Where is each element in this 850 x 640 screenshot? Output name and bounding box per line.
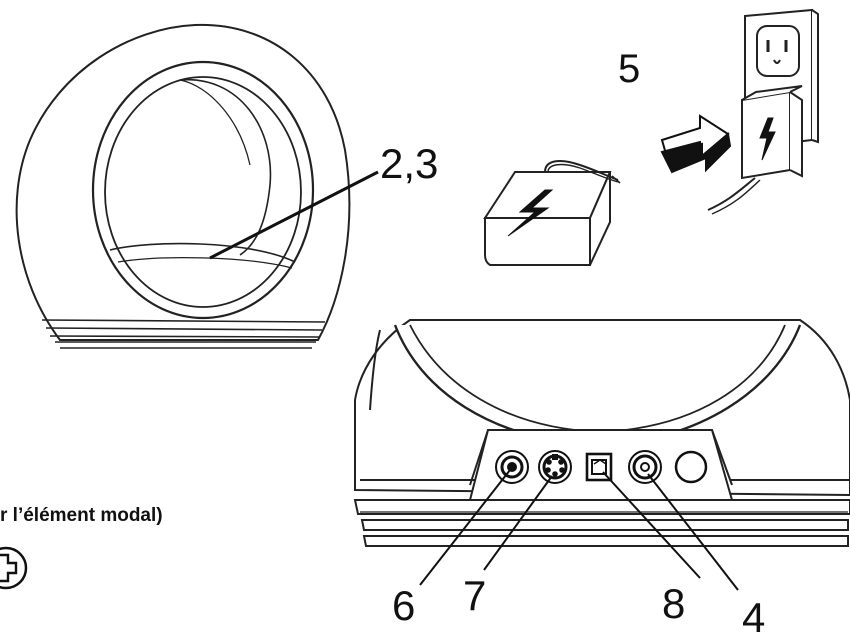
callout-label-2-3: 2,3 bbox=[380, 140, 438, 187]
jack-6-icon bbox=[495, 450, 529, 484]
jack-7-icon bbox=[538, 450, 572, 484]
plus-circle-icon[interactable] bbox=[0, 546, 28, 590]
caption-text: r l’élément modal) bbox=[0, 505, 163, 526]
callout-label-5: 5 bbox=[618, 47, 640, 91]
callout-label-8: 8 bbox=[662, 580, 685, 627]
callout-line-7 bbox=[483, 475, 553, 571]
insert-arrow-icon bbox=[660, 114, 732, 174]
callout-label-4: 4 bbox=[742, 594, 765, 640]
rear-panel-illustration bbox=[353, 319, 850, 547]
power-jack-icon bbox=[674, 450, 708, 484]
power-adapter-illustration bbox=[483, 159, 621, 266]
callout-line-6 bbox=[419, 469, 511, 586]
jack-4-icon bbox=[628, 450, 662, 484]
callout-line-2-3 bbox=[209, 170, 379, 260]
callout-line-8 bbox=[602, 471, 701, 579]
callout-line-4 bbox=[647, 473, 739, 591]
callout-label-7: 7 bbox=[463, 572, 486, 619]
wall-outlet-illustration bbox=[707, 8, 819, 215]
callout-label-6: 6 bbox=[392, 582, 415, 629]
speaker-globe-illustration bbox=[15, 23, 351, 349]
